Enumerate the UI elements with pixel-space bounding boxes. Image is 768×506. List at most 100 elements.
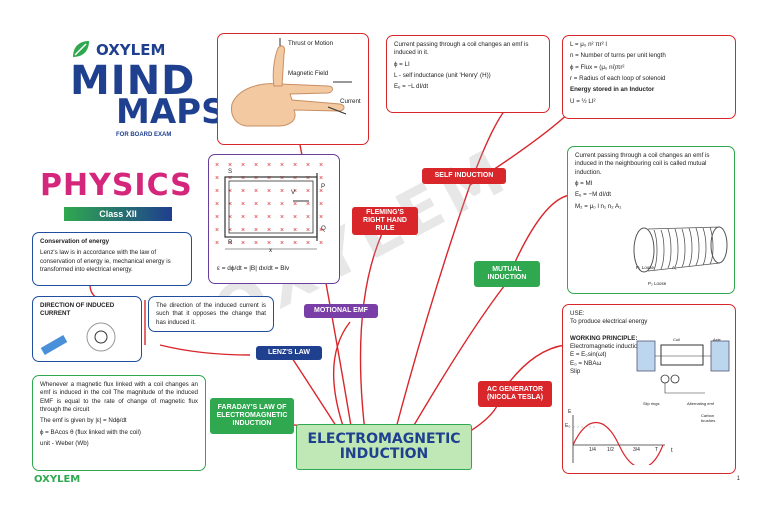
sol-text-3: ϕ = Flux = (μ₀ ni)πr² — [570, 63, 625, 71]
field-cross-mark: × — [306, 240, 311, 247]
motional-formula: ε = dϕ/dt = |B| dx/dt = Blv — [217, 265, 290, 272]
sine-graph — [572, 415, 665, 465]
center-node: ELECTROMAGNETIC INDUCTION — [296, 424, 472, 470]
field-cross-mark: × — [228, 188, 233, 195]
field-cross-mark: × — [306, 188, 311, 195]
ac-label-axle: Axle — [713, 337, 721, 342]
lenz-text: The direction of the induced current is … — [156, 302, 266, 326]
field-cross-mark: × — [228, 175, 233, 182]
node-ac-generator: AC GENERATOR (NICOLA TESLA) — [478, 381, 552, 407]
field-cross-mark: × — [306, 175, 311, 182]
hand-illustration — [231, 38, 352, 127]
node-lenz: LENZ'S LAW — [256, 346, 322, 360]
generator-illustration — [636, 340, 730, 394]
field-cross-mark: × — [267, 175, 272, 182]
field-cross-mark: × — [319, 227, 324, 234]
self-induction-box: Current passing through a coil changes a… — [386, 35, 550, 113]
ac-label-brush: Carbon brushes — [701, 413, 716, 424]
graph-tick-2: 1/2 — [607, 447, 614, 453]
mutual-text-3: Eₑ = −M dI/dt — [575, 191, 612, 199]
field-cross-mark: × — [293, 201, 298, 208]
fleming-current-label: Current — [340, 98, 361, 105]
field-cross-mark: × — [215, 214, 220, 221]
self-text-4: Eₑ = −L dI/dt — [394, 83, 429, 91]
label-q: Q — [321, 225, 326, 232]
ac-wp-4: Slip — [570, 368, 581, 376]
magnet-coil-illustration — [40, 322, 116, 355]
field-cross-mark: × — [319, 214, 324, 221]
field-cross-mark: × — [254, 188, 259, 195]
field-cross-mark: × — [254, 162, 259, 169]
direction-box: DIRECTION OF INDUCED CURRENT — [32, 296, 142, 362]
field-cross-mark: × — [319, 175, 324, 182]
field-cross-mark: × — [254, 201, 259, 208]
graph-label-e: E — [568, 409, 572, 415]
field-cross-mark: × — [319, 188, 324, 195]
field-cross-mark: × — [280, 201, 285, 208]
field-cross-mark: × — [293, 214, 298, 221]
field-cross-mark: × — [215, 201, 220, 208]
node-mutual-induction: MUTUAL INDUCTION — [474, 261, 540, 287]
faraday-box: Whenever a magnetic flux linked with a c… — [32, 375, 206, 471]
field-cross-mark: × — [267, 227, 272, 234]
ac-wp-3: E₀ = NBAω — [570, 359, 602, 367]
field-cross-mark: × — [228, 227, 233, 234]
graph-label-e0: E₀ — [565, 423, 571, 429]
class-badge: Class XII — [64, 207, 172, 221]
sol-text-4: r = Radius of each loop of solenoid — [570, 75, 666, 83]
brand-name: OXYLEM — [96, 41, 166, 59]
field-cross-mark: × — [280, 162, 285, 169]
field-cross-mark: × — [293, 188, 298, 195]
graph-tick-3: 3/4 — [633, 447, 640, 453]
faraday-text-2: The emf is given by |ε| = Ndϕ/dt — [40, 417, 127, 425]
brand-logo: OXYLEM MIND MAPS FOR BOARD EXAM — [68, 36, 226, 146]
field-cross-mark: × — [254, 240, 259, 247]
ac-use: To produce electrical energy — [570, 318, 648, 326]
node-motional-emf: MOTIONAL EMF — [304, 304, 378, 318]
coil-label-1: P₁ Loose — [636, 265, 655, 270]
field-cross-mark: × — [241, 214, 246, 221]
label-v: V — [291, 189, 296, 196]
field-cross-mark: × — [228, 214, 233, 221]
self-text-2: ϕ = LI — [394, 60, 410, 68]
field-cross-mark: × — [228, 240, 233, 247]
footer-brand: OXYLEM — [34, 474, 81, 485]
faraday-text-1: Whenever a magnetic flux linked with a c… — [40, 381, 198, 414]
field-cross-mark: × — [241, 227, 246, 234]
field-cross-mark: × — [306, 227, 311, 234]
field-cross-mark: × — [267, 214, 272, 221]
fleming-field-label: Magnetic Field — [288, 70, 329, 77]
coil-label-3: P₂ Loose — [648, 281, 667, 286]
fleming-figure-box: Thrust or Motion Magnetic Field Current — [217, 33, 369, 145]
field-cross-mark: × — [241, 240, 246, 247]
ac-wp-2: E = E₀sin(ωt) — [570, 351, 607, 359]
field-cross-mark: × — [280, 175, 285, 182]
sol-text-2: n = Number of turns per unit length — [570, 52, 666, 60]
brand-mind: MIND — [70, 58, 196, 104]
faraday-text-3: ϕ = BAcos θ (flux linked with the coil) — [40, 428, 141, 436]
field-cross-mark: × — [306, 201, 311, 208]
field-cross-mark: × — [228, 162, 233, 169]
sol-text-1: L = μ₀ n² πr² l — [570, 41, 607, 48]
lenz-box: The direction of the induced current is … — [148, 296, 274, 332]
circuit-illustration — [224, 173, 318, 250]
field-cross-mark: × — [228, 201, 233, 208]
field-cross-mark: × — [215, 240, 220, 247]
leaf-icon — [70, 38, 92, 60]
fleming-thrust-label: Thrust or Motion — [288, 40, 334, 47]
energy-box: Conservation of energy Lenz's law is in … — [32, 232, 192, 286]
self-text-3: L - self inductance (unit 'Henry' (H)) — [394, 72, 491, 80]
field-cross-mark: × — [319, 162, 324, 169]
sol-text-5: Energy stored in an Inductor — [570, 86, 655, 94]
subject-title: PHYSICS — [40, 168, 193, 203]
solenoid-box: L = μ₀ n² πr² l n = Number of turns per … — [562, 35, 736, 119]
mutual-text-2: ϕ = MI — [575, 180, 593, 188]
energy-title: Conservation of energy — [40, 238, 110, 245]
node-fleming: FLEMING'S RIGHT HAND RULE — [352, 207, 418, 235]
field-cross-mark: × — [319, 201, 324, 208]
field-cross-mark: × — [241, 175, 246, 182]
field-cross-mark: × — [215, 175, 220, 182]
magnetic-field-grid: ××××××××××××××××××××××××××××××××××××××××… — [215, 161, 335, 257]
label-x: x — [269, 247, 273, 254]
mutual-text-4: M₂ = μ₀ l n₁ n₂ A₁ — [575, 202, 622, 210]
